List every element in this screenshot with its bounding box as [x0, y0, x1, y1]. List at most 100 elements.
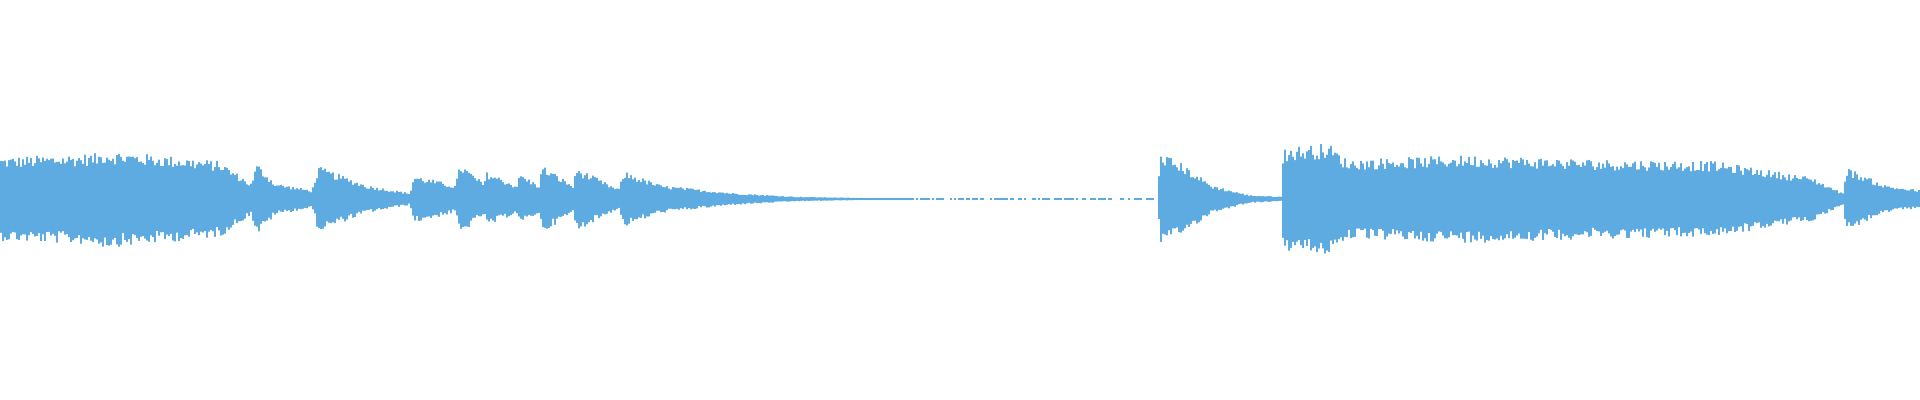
waveform-bar [1208, 184, 1210, 215]
waveform-bar [614, 189, 616, 211]
waveform-bar [1060, 198, 1062, 200]
waveform-bar [1366, 161, 1368, 238]
waveform-bar [1454, 160, 1456, 236]
waveform-bar [1728, 166, 1730, 232]
waveform-bar [270, 180, 272, 220]
waveform-bar [478, 179, 480, 217]
waveform-bar [1038, 198, 1040, 200]
waveform-bar [778, 196, 780, 202]
waveform-bar [1170, 158, 1172, 235]
waveform-bar [1524, 165, 1526, 239]
waveform-bar [1714, 161, 1716, 234]
waveform-bar [1164, 165, 1166, 235]
waveform-bar [292, 187, 294, 211]
waveform-bar [820, 197, 822, 201]
waveform-bar [132, 156, 134, 235]
waveform-bar [1614, 170, 1616, 236]
waveform-bar [310, 192, 312, 206]
waveform-bar [1774, 172, 1776, 221]
waveform-bar [248, 185, 250, 216]
waveform-bar [678, 187, 680, 210]
waveform-bar [1308, 150, 1310, 240]
waveform-bar [268, 182, 270, 218]
waveform-bar [1160, 156, 1162, 242]
waveform-bar [414, 178, 416, 221]
waveform-bar [284, 187, 286, 210]
waveform-bar [876, 198, 878, 200]
waveform-bar [1122, 198, 1124, 200]
waveform-bar [46, 158, 48, 232]
waveform-bar [1044, 198, 1046, 200]
waveform-bar [1730, 167, 1732, 231]
waveform-bar [704, 190, 706, 207]
waveform-bar [1418, 157, 1420, 240]
waveform-bar [406, 193, 408, 206]
waveform-bar [450, 187, 452, 214]
waveform-bar [390, 191, 392, 207]
waveform-bar [1278, 196, 1280, 201]
waveform-bar [542, 169, 544, 228]
waveform-bar [570, 186, 572, 212]
waveform-bar [1476, 166, 1478, 241]
waveform-bar [858, 198, 860, 200]
waveform-bar [1866, 179, 1868, 221]
waveform-bar [1396, 164, 1398, 231]
waveform-bar [1762, 176, 1764, 227]
waveform-bar [1230, 191, 1232, 207]
waveform-bar [798, 197, 800, 202]
waveform-bar [586, 173, 588, 225]
waveform-bar [1884, 185, 1886, 211]
waveform-bar [1420, 163, 1422, 232]
waveform-bar [1826, 187, 1828, 214]
waveform-bar [744, 195, 746, 205]
waveform-bar [192, 160, 194, 229]
waveform-bar [314, 182, 316, 214]
waveform-bar [622, 179, 624, 219]
waveform-bar [486, 172, 488, 220]
waveform-bar [758, 195, 760, 204]
waveform-bar [1182, 171, 1184, 231]
waveform-bar [1140, 198, 1142, 200]
waveform-bar [900, 198, 902, 200]
waveform-bar [1186, 168, 1188, 225]
waveform-bar [290, 189, 292, 212]
waveform-bar [1392, 162, 1394, 230]
waveform-bar [404, 192, 406, 206]
waveform-bar [578, 171, 580, 229]
waveform-bar [1696, 169, 1698, 228]
waveform-bar [1640, 161, 1642, 230]
waveform-bar [376, 187, 378, 210]
waveform-bar [1150, 198, 1152, 200]
waveform-bar [176, 165, 178, 233]
waveform-bar [496, 178, 498, 216]
waveform-bar [520, 176, 522, 219]
waveform-bar [172, 166, 174, 241]
waveform-bar [1426, 167, 1428, 242]
waveform-bar [1816, 184, 1818, 215]
waveform-bar [178, 161, 180, 242]
waveform-bar [1152, 198, 1154, 200]
waveform-bar [1492, 167, 1494, 239]
waveform-bar [1070, 198, 1072, 200]
waveform-bar [394, 192, 396, 206]
waveform-bar [330, 173, 332, 224]
waveform-bar [320, 167, 322, 230]
waveform-bar [470, 173, 472, 221]
waveform-bar [220, 170, 222, 236]
waveform-bar [434, 183, 436, 215]
waveform-bar [634, 177, 636, 220]
waveform-bar [1588, 160, 1590, 237]
waveform-bar [1868, 178, 1870, 215]
waveform-bar [572, 187, 574, 211]
waveform-bar [1656, 166, 1658, 231]
waveform-bar [202, 165, 204, 233]
waveform-bar [922, 198, 924, 200]
waveform-bar [1464, 161, 1466, 243]
waveform-bar [1840, 192, 1842, 206]
waveform-bar [566, 184, 568, 216]
waveform-bar [508, 183, 510, 217]
waveform-bar [452, 187, 454, 210]
waveform-bar [152, 160, 154, 238]
waveform-bar [1910, 189, 1912, 210]
waveform-bar [660, 185, 662, 213]
